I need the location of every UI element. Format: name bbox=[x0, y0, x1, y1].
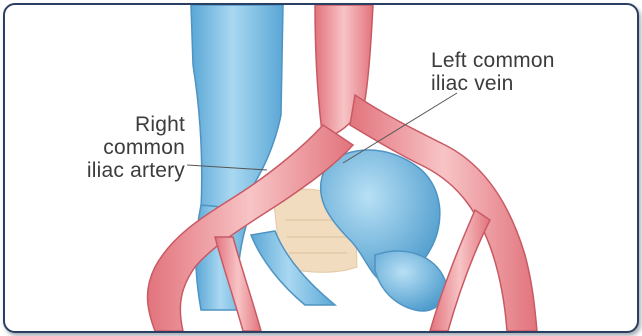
label-right-common-iliac-artery: Right common iliac artery bbox=[21, 113, 185, 182]
label-line: iliac vein bbox=[431, 72, 635, 95]
label-line: Right bbox=[21, 113, 185, 136]
label-line: Left common bbox=[431, 49, 635, 72]
left-iliac-vein-lower bbox=[375, 251, 446, 311]
label-left-common-iliac-vein: Left common iliac vein bbox=[431, 49, 635, 95]
label-line: iliac artery bbox=[21, 159, 185, 182]
illustration-frame: Right common iliac artery Left common il… bbox=[3, 3, 639, 333]
label-line: common bbox=[21, 136, 185, 159]
